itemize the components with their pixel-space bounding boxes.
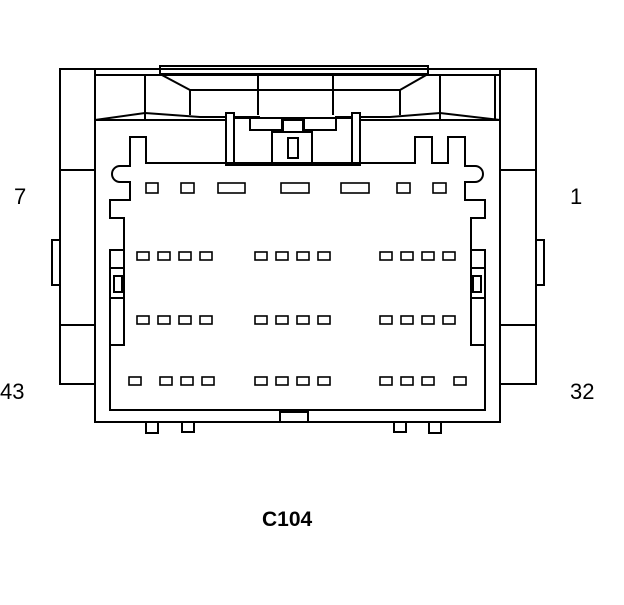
terminal-cavity [442, 251, 456, 261]
terminal-cavity [217, 182, 246, 194]
terminal-cavities [128, 182, 467, 386]
terminal-cavity [128, 376, 142, 386]
pin-label-bottom-left: 43 [0, 379, 25, 404]
terminal-cavity [453, 376, 467, 386]
terminal-cavity [421, 251, 435, 261]
pin-label-top-left: 7 [14, 184, 27, 209]
terminal-cavity [280, 182, 310, 194]
terminal-cavity [254, 251, 268, 261]
terminal-cavity [400, 251, 414, 261]
pin-label-top-right: 1 [570, 184, 583, 209]
terminal-cavity [396, 182, 411, 194]
terminal-cavity [201, 376, 215, 386]
terminal-cavity [157, 315, 171, 325]
terminal-cavity [379, 251, 393, 261]
terminal-cavity [180, 182, 195, 194]
inner-cavity [109, 136, 486, 411]
terminal-cavity [157, 251, 171, 261]
terminal-cavity [400, 376, 414, 386]
terminal-cavity [254, 315, 268, 325]
terminal-cavity [178, 251, 192, 261]
terminal-cavity [296, 251, 310, 261]
pin-label-bottom-right: 32 [570, 379, 595, 404]
terminal-cavity [136, 315, 150, 325]
terminal-cavity [275, 376, 289, 386]
terminal-cavity [442, 315, 456, 325]
terminal-cavity [317, 376, 331, 386]
terminal-cavity [379, 315, 393, 325]
terminal-cavity [340, 182, 370, 194]
terminal-cavity [159, 376, 173, 386]
terminal-cavity [296, 376, 310, 386]
terminal-cavity [199, 315, 213, 325]
terminal-cavity [432, 182, 447, 194]
terminal-cavity [317, 315, 331, 325]
terminal-cavity [199, 251, 213, 261]
terminal-cavity [254, 376, 268, 386]
center-lock-tab [225, 112, 361, 164]
terminal-cavity [178, 315, 192, 325]
terminal-cavity [275, 251, 289, 261]
terminal-cavity [296, 315, 310, 325]
bottom-feet [145, 411, 442, 434]
terminal-cavity [379, 376, 393, 386]
terminal-cavity [275, 315, 289, 325]
terminal-cavity [317, 251, 331, 261]
side-latches [51, 239, 545, 286]
terminal-cavity [145, 182, 159, 194]
terminal-cavity [180, 376, 194, 386]
connector-name: C104 [262, 508, 313, 531]
terminal-cavity [400, 315, 414, 325]
terminal-cavity [136, 251, 150, 261]
terminal-cavity [421, 315, 435, 325]
terminal-cavity [421, 376, 435, 386]
